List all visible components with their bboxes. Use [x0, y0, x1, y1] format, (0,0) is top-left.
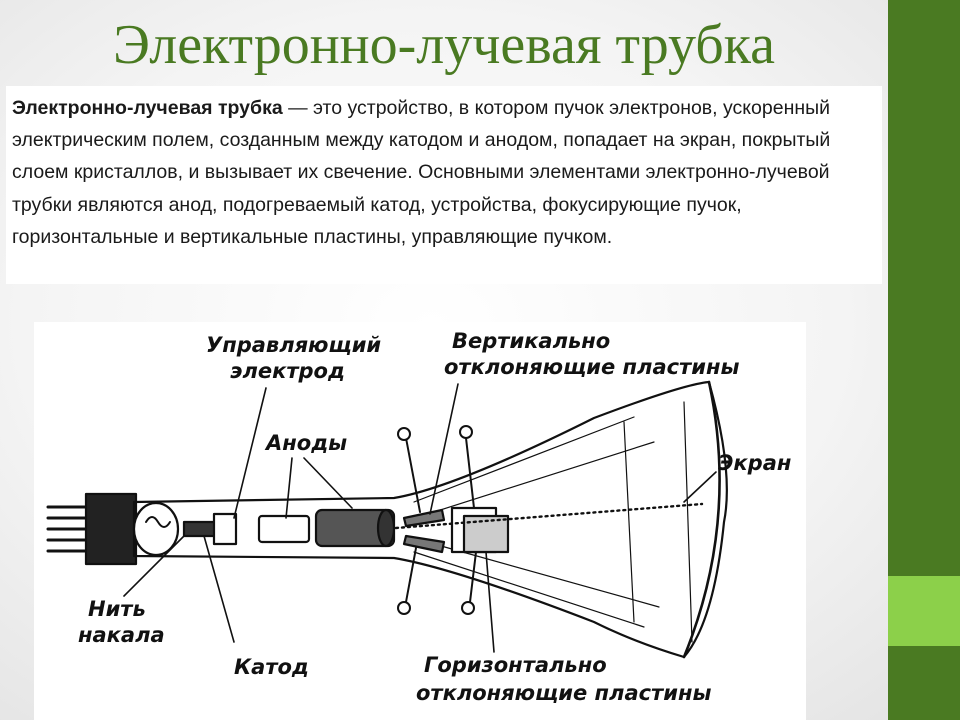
- slide-title: Электронно-лучевая трубка: [113, 14, 775, 76]
- label-control-electrode-2: электрод: [230, 359, 345, 383]
- label-anodes: Аноды: [264, 431, 347, 455]
- label-vertical-plates-2: отклоняющие пластины: [444, 355, 739, 379]
- plate-terminals: [397, 425, 477, 615]
- tube-base-cap: [84, 492, 138, 566]
- glass-envelope: [132, 380, 728, 659]
- vertical-plate-top: [402, 508, 446, 528]
- label-control-electrode-1: Управляющий: [206, 333, 381, 357]
- screen-face: [682, 380, 721, 659]
- control-electrode-shape: [212, 512, 238, 546]
- anode-1: [257, 514, 311, 544]
- filament-wire: [145, 516, 171, 528]
- electron-beam: [394, 502, 704, 530]
- crt-diagram: Управляющий электрод Аноды Вертикально о…: [34, 322, 806, 720]
- label-screen: Экран: [718, 451, 791, 475]
- crt-diagram-svg: Управляющий электрод Аноды Вертикально о…: [46, 329, 791, 705]
- label-filament-1: Нить: [88, 597, 146, 621]
- vertical-plate-bottom: [402, 534, 446, 554]
- sidebar-light-accent: [888, 576, 960, 646]
- definition-box: Электронно-лучевая трубка — это устройст…: [6, 86, 882, 284]
- label-cathode: Катод: [234, 655, 309, 679]
- definition-body: — это устройство, в котором пучок электр…: [12, 97, 831, 248]
- label-horizontal-plates-2: отклоняющие пластины: [416, 681, 711, 705]
- label-horizontal-plates-1: Горизонтально: [424, 653, 607, 677]
- leader-lines: [123, 383, 717, 653]
- label-vertical-plates-1: Вертикально: [452, 329, 610, 353]
- sidebar-dark-top: [888, 0, 960, 576]
- funnel-shading: [413, 401, 693, 643]
- sidebar-dark-bottom: [888, 646, 960, 720]
- decorative-sidebar: [888, 0, 960, 720]
- definition-term: Электронно-лучевая трубка: [12, 97, 283, 119]
- definition-text: Электронно-лучевая трубка — это устройст…: [12, 92, 884, 253]
- filament-bulb: [132, 501, 180, 557]
- anode-2-end: [376, 508, 396, 548]
- tube-base-pins: [46, 505, 94, 553]
- label-filament-2: накала: [78, 623, 165, 647]
